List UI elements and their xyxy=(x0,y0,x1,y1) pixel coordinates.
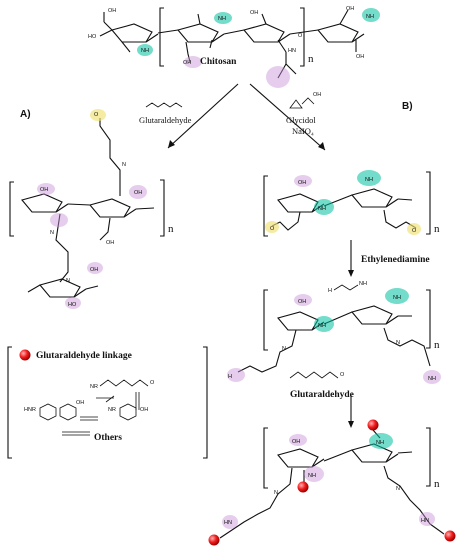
structure-b2: OH NH NH H NH N N n xyxy=(227,288,441,384)
arrow-to-a xyxy=(167,83,239,149)
svg-text:O: O xyxy=(340,372,345,378)
svg-text:OH: OH xyxy=(292,439,300,445)
svg-text:OH: OH xyxy=(356,54,364,60)
svg-text:N: N xyxy=(122,162,126,168)
glutaraldehyde-structure-b xyxy=(289,371,339,379)
svg-text:HNR: HNR xyxy=(24,407,36,413)
svg-text:O: O xyxy=(150,380,155,386)
svg-text:O: O xyxy=(298,33,303,39)
structure-b3: OH NH NH HN HN N N n xyxy=(208,419,456,546)
svg-text:NH: NH xyxy=(359,281,367,287)
svg-text:OH: OH xyxy=(134,190,142,196)
svg-text:N: N xyxy=(274,490,278,496)
legend-box: Glutaraldehyde linkage NR O HNR OH NR OH… xyxy=(7,346,208,459)
svg-text:O: O xyxy=(412,228,417,234)
svg-text:n: n xyxy=(168,223,174,235)
glycidol-structure xyxy=(289,97,315,109)
structure-a: O N N N OH OH OH n OH HO xyxy=(9,109,174,309)
svg-text:HN: HN xyxy=(288,48,296,54)
svg-text:HO: HO xyxy=(88,34,97,40)
legend-others: Others xyxy=(94,433,122,443)
svg-text:n: n xyxy=(434,478,440,490)
reagent-naio4: NaIO₄ xyxy=(292,126,314,136)
svg-text:OH: OH xyxy=(76,400,84,406)
svg-text:NH: NH xyxy=(365,177,373,183)
svg-text:NH: NH xyxy=(318,206,326,212)
svg-text:n: n xyxy=(434,339,440,351)
svg-text:N: N xyxy=(396,340,400,346)
svg-text:NH: NH xyxy=(428,376,436,382)
svg-text:NH: NH xyxy=(366,14,374,20)
svg-text:H: H xyxy=(228,374,232,380)
svg-text:NR: NR xyxy=(108,407,116,413)
reagent-glycidol: Glycidol xyxy=(286,115,316,125)
glutaraldehyde-structure-top xyxy=(145,102,183,108)
structure-b1: OH NH NH O O n xyxy=(263,170,440,237)
svg-text:O: O xyxy=(94,112,99,118)
svg-text:NH: NH xyxy=(308,473,316,479)
svg-text:HN: HN xyxy=(224,520,232,526)
reagent-glutaraldehyde-a: Glutaraldehyde xyxy=(139,115,192,125)
section-b-label: B) xyxy=(402,101,413,112)
svg-text:OH: OH xyxy=(346,6,354,12)
svg-text:NR: NR xyxy=(90,384,98,390)
svg-text:NH: NH xyxy=(141,48,149,54)
arrow-to-b xyxy=(249,83,326,151)
svg-text:N: N xyxy=(282,346,286,352)
svg-text:n: n xyxy=(434,223,440,235)
svg-text:OH: OH xyxy=(250,10,258,16)
svg-text:NH: NH xyxy=(393,295,401,301)
svg-text:N: N xyxy=(66,278,70,284)
svg-text:N: N xyxy=(50,230,54,236)
svg-text:OH: OH xyxy=(298,299,306,305)
svg-text:OH: OH xyxy=(298,180,306,186)
red-ball-legend-icon xyxy=(19,349,31,361)
svg-text:HO: HO xyxy=(68,302,77,308)
chitosan-label: Chitosan xyxy=(200,57,237,67)
svg-text:OH: OH xyxy=(108,8,116,14)
reagent-glutaraldehyde-b: Glutaraldehyde xyxy=(290,390,354,400)
svg-text:OH: OH xyxy=(40,187,48,193)
svg-text:NH: NH xyxy=(218,16,226,22)
red-ball-icon xyxy=(367,419,379,431)
legend-title: Glutaraldehyde linkage xyxy=(36,351,132,361)
svg-text:OH: OH xyxy=(313,92,321,98)
svg-text:NH: NH xyxy=(318,323,326,329)
red-ball-icon xyxy=(297,481,309,493)
svg-text:OH: OH xyxy=(90,267,98,273)
red-ball-icon xyxy=(444,530,456,542)
svg-text:OH: OH xyxy=(140,407,148,413)
svg-text:H: H xyxy=(328,288,332,294)
svg-text:O: O xyxy=(270,226,275,232)
red-ball-icon xyxy=(208,534,220,546)
section-a-label: A) xyxy=(20,109,31,120)
bracket-left xyxy=(159,7,164,67)
svg-text:NH: NH xyxy=(376,440,384,446)
chitosan-structure: OH HO NH OH NH OH HN OH NH OH O Chitosan… xyxy=(88,6,380,88)
bracket-right xyxy=(300,7,305,67)
repeat-n-top: n xyxy=(308,53,314,65)
svg-text:OH: OH xyxy=(183,60,191,66)
svg-text:OH: OH xyxy=(106,240,114,246)
svg-text:N: N xyxy=(396,486,400,492)
reagent-ethylenediamine: Ethylenediamine xyxy=(361,255,430,265)
svg-text:HN: HN xyxy=(421,518,429,524)
